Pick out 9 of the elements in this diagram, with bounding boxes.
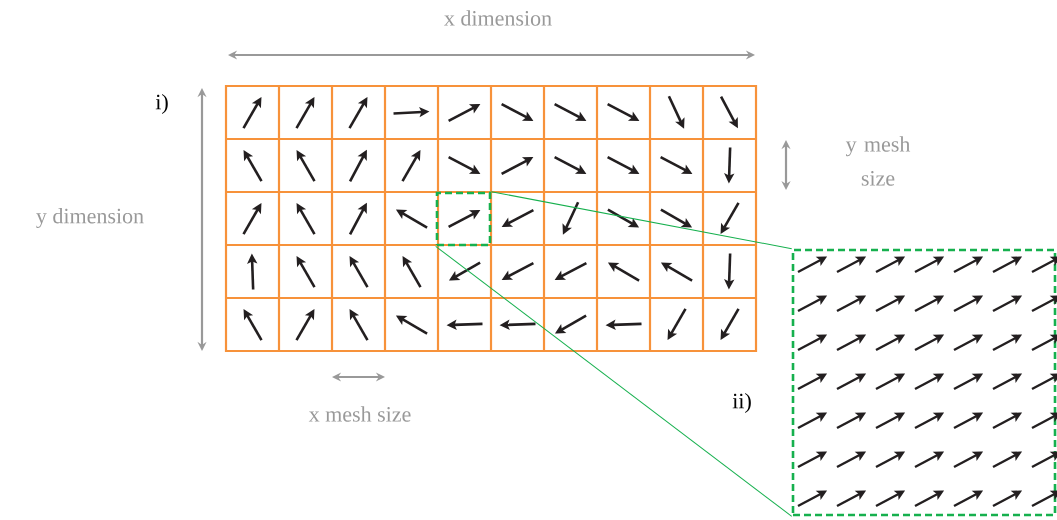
panel-label: i)	[155, 94, 168, 114]
dimension-label: y dimension	[36, 208, 144, 228]
zoom-line	[435, 245, 793, 517]
dimension-label: y mesh size	[845, 136, 911, 186]
zoom-line	[490, 191, 793, 250]
panel-label: ii)	[732, 393, 751, 413]
zoom-box	[435, 191, 492, 247]
dimension-label: x mesh size	[308, 406, 411, 422]
dimension-label: x dimension	[444, 10, 552, 26]
